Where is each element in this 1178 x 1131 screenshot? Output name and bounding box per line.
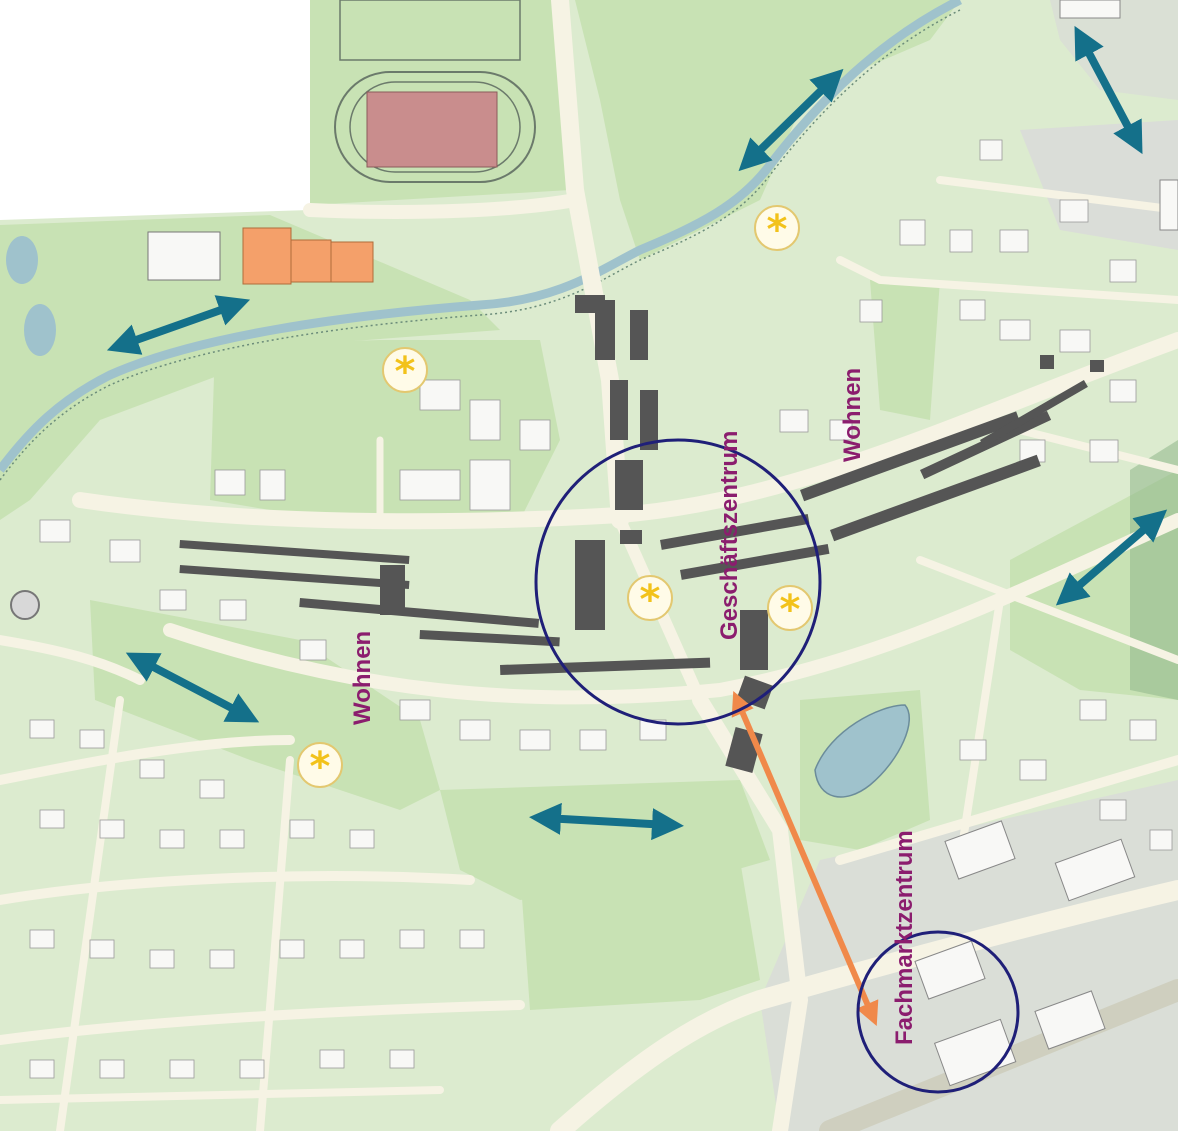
business-center-circle	[534, 438, 822, 726]
double-arrow-icon	[125, 652, 260, 723]
residential-buildings	[29, 139, 1173, 1079]
svg-text:*: *	[767, 207, 788, 253]
northeast-green	[870, 280, 940, 420]
commercial-buildings	[914, 0, 1178, 1087]
west-park	[0, 215, 500, 520]
double-arrow-icon	[106, 295, 251, 355]
orange-buildings	[242, 227, 374, 285]
asterisk-poi-icon: *	[754, 205, 800, 253]
retail-center-circle	[856, 930, 1020, 1094]
lake-west-2	[24, 304, 56, 356]
lake-west	[6, 236, 38, 284]
svg-text:*: *	[640, 577, 661, 623]
center-connection-arrow	[731, 690, 879, 1027]
label-geschaeftszentrum: Geschäftszentrum	[716, 431, 743, 640]
asterisk-poi-icon: *	[382, 347, 428, 395]
water-tower	[10, 590, 40, 620]
svg-text:*: *	[310, 744, 331, 790]
old-town-buildings	[179, 295, 1104, 773]
south-gardens	[520, 860, 760, 1010]
double-arrow-icon	[1074, 25, 1143, 155]
southwest-green	[90, 600, 440, 810]
svg-text:*: *	[780, 587, 801, 633]
connection-arrows	[106, 25, 1168, 841]
label-fachmarktzentrum: Fachmarktzentrum	[891, 830, 918, 1045]
sports-track	[334, 0, 536, 183]
double-arrow-icon	[529, 802, 684, 841]
white-area-topleft	[0, 0, 310, 220]
asterisk-poi-icon: *	[297, 742, 343, 790]
svg-text:*: *	[395, 349, 416, 395]
sports-hall	[147, 231, 221, 281]
double-arrow-icon	[738, 68, 844, 172]
asterisk-poi-icon: *	[767, 585, 813, 633]
poi-markers: * * * * *	[297, 205, 813, 790]
label-wohnen-right: Wohnen	[839, 368, 866, 462]
label-wohnen-left: Wohnen	[349, 631, 376, 725]
asterisk-poi-icon: *	[627, 575, 673, 623]
double-arrow-icon	[1055, 509, 1168, 606]
river-bank	[0, 9, 961, 481]
